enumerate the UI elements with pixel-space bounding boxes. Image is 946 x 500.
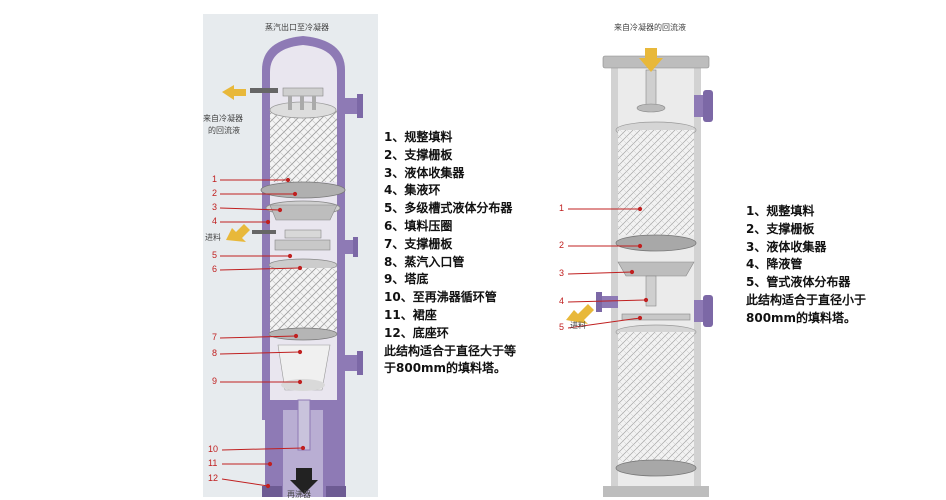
legend-item: 11、裙座 [384,307,437,322]
left-callout-10: 10 [208,444,219,454]
right-downcomer [645,275,657,307]
legend-item: 3、液体收集器 [746,239,827,254]
left-callout-5: 5 [212,250,218,260]
right-liquid-collector [617,261,695,277]
left-callout-2: 2 [212,188,218,198]
right-feed-label: 进料 [570,321,586,330]
left-feed-label: 进料 [205,233,221,242]
left-liquid-collector [269,204,338,221]
legend-item: 8、蒸汽入口管 [384,254,465,269]
left-trough-distributor [274,239,331,251]
left-column [222,36,363,497]
right-support-grid [615,234,697,252]
legend-item: 7、支撑栅板 [384,236,453,251]
legend-item: 12、底座环 [384,325,449,340]
left-callout-9: 9 [212,376,218,386]
legend-note: 于800mm的填料塔。 [384,361,507,376]
left-feed-arrow [226,224,250,242]
left-reflux-caption-line1: 来自冷凝器 [203,114,243,123]
left-bottom-caption: 再沸器 [287,490,311,499]
left-callout-6: 6 [212,264,218,274]
left-bottom-arrow [290,468,318,494]
right-callout-3: 3 [559,268,565,278]
right-callout-4: 4 [559,296,565,306]
left-reflux-caption-line2: 的回流液 [208,126,240,135]
right-callout-leaders [567,206,649,329]
legend-item: 2、支撑栅板 [384,147,453,162]
legend-item: 5、管式液体分布器 [746,275,851,290]
left-callout-7: 7 [212,332,218,342]
left-packing-bed-lower [270,268,337,330]
left-column-bottom [277,344,331,391]
legend-item: 4、降液管 [746,257,803,272]
legend-note: 此结构适合于直径小于 [746,292,867,307]
legend-item: 9、塔底 [384,272,429,287]
left-callout-8: 8 [212,348,218,358]
right-callout-1: 1 [559,203,565,213]
right-top-caption: 来自冷凝器的回流液 [614,23,686,32]
legend-item: 6、填料压圈 [384,218,453,233]
left-callout-4: 4 [212,216,218,226]
legend-item: 10、至再沸器循环管 [384,290,497,305]
right-tube-distributor [621,313,691,321]
left-callout-11: 11 [208,458,218,468]
left-reflux-arrow [222,85,246,100]
right-top-arrow [639,48,663,72]
legend-item: 3、液体收集器 [384,165,465,180]
legend-item: 5、多级槽式液体分布器 [384,201,513,216]
left-callout-3: 3 [212,202,218,212]
right-packing-bed-upper [618,130,694,235]
right-legend: 1、规整填料 2、支撑栅板 3、液体收集器 4、降液管 5、管式液体分布器 此结… [746,203,866,328]
left-callout-leaders [219,177,306,489]
legend-item: 1、规整填料 [746,204,815,218]
legend-item: 4、集液环 [384,183,441,198]
left-packing-bed-upper [270,110,337,182]
right-packing-bed-lower [618,332,694,462]
left-support-grid [260,181,346,199]
legend-note: 800mm的填料塔。 [746,310,857,325]
left-callout-1: 1 [212,174,218,184]
legend-note: 此结构适合于直径大于等 [384,343,517,358]
left-callout-12: 12 [208,473,219,483]
legend-item: 1、规整填料 [384,130,453,144]
legend-item: 2、支撑栅板 [746,221,815,236]
right-callout-5: 5 [559,322,565,332]
right-column [566,48,713,497]
left-legend: 1、规整填料 2、支撑栅板 3、液体收集器 4、集液环 5、多级槽式液体分布器 … [384,129,516,378]
right-callout-2: 2 [559,240,565,250]
left-top-caption: 蒸汽出口至冷凝器 [265,23,329,32]
right-feed-arrow [566,304,594,324]
